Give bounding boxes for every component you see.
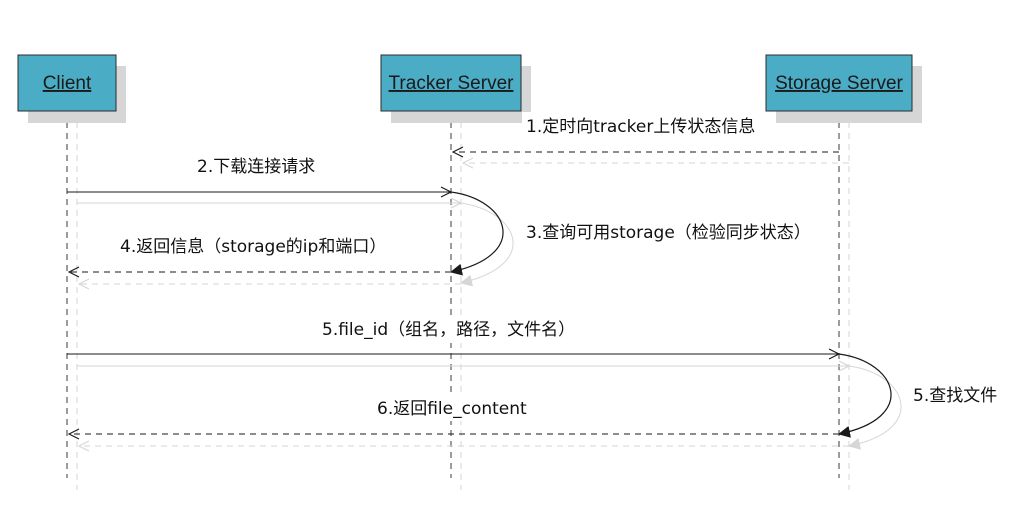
- message-1-label-bg: [522, 112, 768, 138]
- message-5-label-bg: [318, 315, 586, 343]
- message-3-label-bg: [522, 218, 822, 244]
- message-5b-label-bg: [909, 382, 1005, 408]
- participant-client-box: [17, 54, 117, 112]
- message-5b-arc-shadow: [848, 365, 902, 450]
- message-2: 2.下载连接请求: [67, 152, 461, 203]
- participant-storage-box: [765, 54, 913, 112]
- message-5-label: 5.file_id（组名，路径，文件名）: [322, 320, 575, 340]
- message-1: 1.定时向tracker上传状态信息: [453, 112, 849, 163]
- participant-tracker-box: [380, 54, 522, 112]
- message-6-label: 6.返回file_content: [377, 399, 527, 419]
- message-4-label: 4.返回信息（storage的ip和端口）: [120, 237, 386, 257]
- message-3-arc: [450, 191, 504, 276]
- message-5b-arc: [838, 353, 892, 438]
- message-2-label-bg: [193, 152, 325, 178]
- participant-storage: Storage Server: [765, 54, 922, 123]
- message-5b-label: 5.查找文件: [913, 386, 997, 406]
- message-4: 4.返回信息（storage的ip和端口）: [69, 232, 461, 284]
- participant-client: Client: [17, 54, 126, 123]
- message-3-arc-shadow: [460, 202, 514, 287]
- participant-tracker: Tracker Server: [380, 54, 531, 123]
- participant-storage-label: Storage Server: [775, 73, 903, 94]
- message-4-label-bg: [116, 232, 402, 260]
- message-1-label: 1.定时向tracker上传状态信息: [526, 117, 755, 137]
- message-3: 3.查询可用storage（检验同步状态）: [450, 191, 822, 287]
- message-5b: 5.查找文件: [838, 353, 1005, 450]
- message-3-label: 3.查询可用storage（检验同步状态）: [526, 223, 811, 243]
- message-6: 6.返回file_content: [69, 395, 849, 446]
- participant-tracker-label: Tracker Server: [389, 73, 515, 94]
- message-5: 5.file_id（组名，路径，文件名）: [67, 315, 849, 366]
- message-6-label-bg: [373, 395, 533, 421]
- message-2-label: 2.下载连接请求: [197, 157, 315, 177]
- participant-client-label: Client: [43, 73, 92, 94]
